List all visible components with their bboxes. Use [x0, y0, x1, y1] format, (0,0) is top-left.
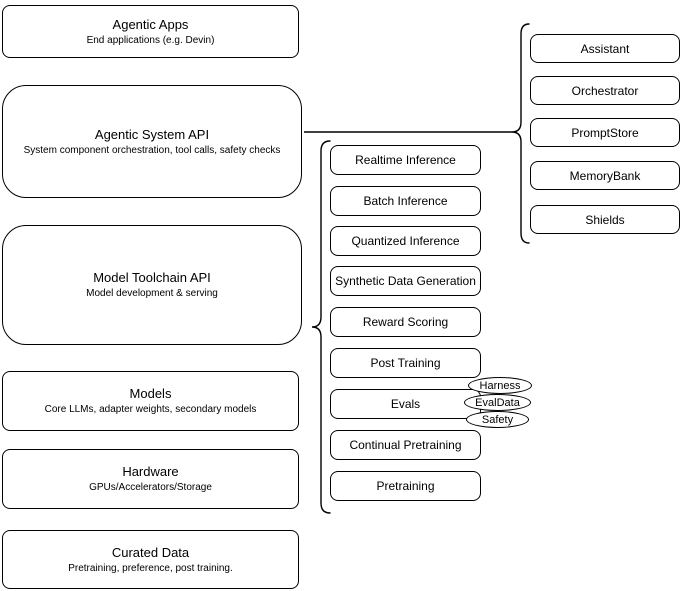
node-label: Synthetic Data Generation	[335, 274, 476, 288]
node-agentic-apps: Agentic Apps End applications (e.g. Devi…	[2, 5, 299, 58]
node-label: PromptStore	[571, 125, 639, 140]
node-label: Orchestrator	[571, 83, 639, 98]
node-label: Realtime Inference	[355, 153, 456, 167]
node-title: Hardware	[122, 464, 179, 479]
node-title: Curated Data	[111, 544, 190, 560]
node-curated-data: Curated Data Pretraining, preference, po…	[2, 530, 299, 589]
node-post-training: Post Training	[330, 348, 481, 378]
node-pretraining: Pretraining	[330, 471, 481, 501]
node-label: Pretraining	[376, 479, 435, 493]
node-memorybank: MemoryBank	[530, 161, 680, 190]
node-label: Reward Scoring	[362, 315, 449, 329]
node-title: Agentic Apps	[112, 16, 189, 32]
node-realtime-inference: Realtime Inference	[330, 145, 481, 175]
node-hardware: Hardware GPUs/Accelerators/Storage	[2, 449, 299, 509]
node-subtitle: GPUs/Accelerators/Storage	[89, 482, 212, 493]
node-label: Batch Inference	[363, 194, 448, 208]
node-title: Model Toolchain API	[93, 270, 211, 285]
node-reward-scoring: Reward Scoring	[330, 307, 481, 337]
node-subtitle: Core LLMs, adapter weights, secondary mo…	[44, 404, 257, 415]
node-model-toolchain-api: Model Toolchain API Model development & …	[2, 225, 302, 345]
node-label: Shields	[585, 212, 625, 227]
node-promptstore: PromptStore	[530, 118, 680, 147]
tag-label: EvalData	[475, 396, 520, 409]
node-models: Models Core LLMs, adapter weights, secon…	[2, 371, 299, 431]
node-subtitle: Pretraining, preference, post training.	[68, 562, 233, 574]
node-synthetic-data-generation: Synthetic Data Generation	[330, 266, 481, 296]
tag-harness: Harness	[468, 377, 532, 394]
node-label: Continual Pretraining	[349, 438, 462, 452]
node-orchestrator: Orchestrator	[530, 76, 680, 105]
node-shields: Shields	[530, 205, 680, 234]
node-subtitle: End applications (e.g. Devin)	[86, 34, 215, 46]
node-title: Agentic System API	[94, 126, 210, 142]
node-label: Evals	[390, 397, 421, 411]
node-label: Quantized Inference	[351, 234, 460, 248]
node-continual-pretraining: Continual Pretraining	[330, 430, 481, 460]
node-batch-inference: Batch Inference	[330, 186, 481, 216]
node-subtitle: Model development & serving	[86, 288, 218, 299]
node-subtitle: System component orchestration, tool cal…	[23, 144, 281, 156]
node-assistant: Assistant	[530, 34, 680, 63]
tag-label: Safety	[481, 413, 514, 426]
node-evals: Evals	[330, 389, 481, 419]
tag-label: Harness	[479, 379, 521, 392]
toolchain-group-brace	[311, 140, 331, 514]
node-label: MemoryBank	[569, 168, 641, 183]
tag-safety: Safety	[466, 411, 529, 428]
node-label: Post Training	[370, 356, 441, 370]
node-quantized-inference: Quantized Inference	[330, 226, 481, 256]
tag-evaldata: EvalData	[464, 394, 531, 411]
node-agentic-system-api: Agentic System API System component orch…	[2, 85, 302, 198]
node-title: Models	[129, 386, 172, 401]
system-group-brace	[511, 23, 530, 244]
node-label: Assistant	[580, 41, 630, 56]
